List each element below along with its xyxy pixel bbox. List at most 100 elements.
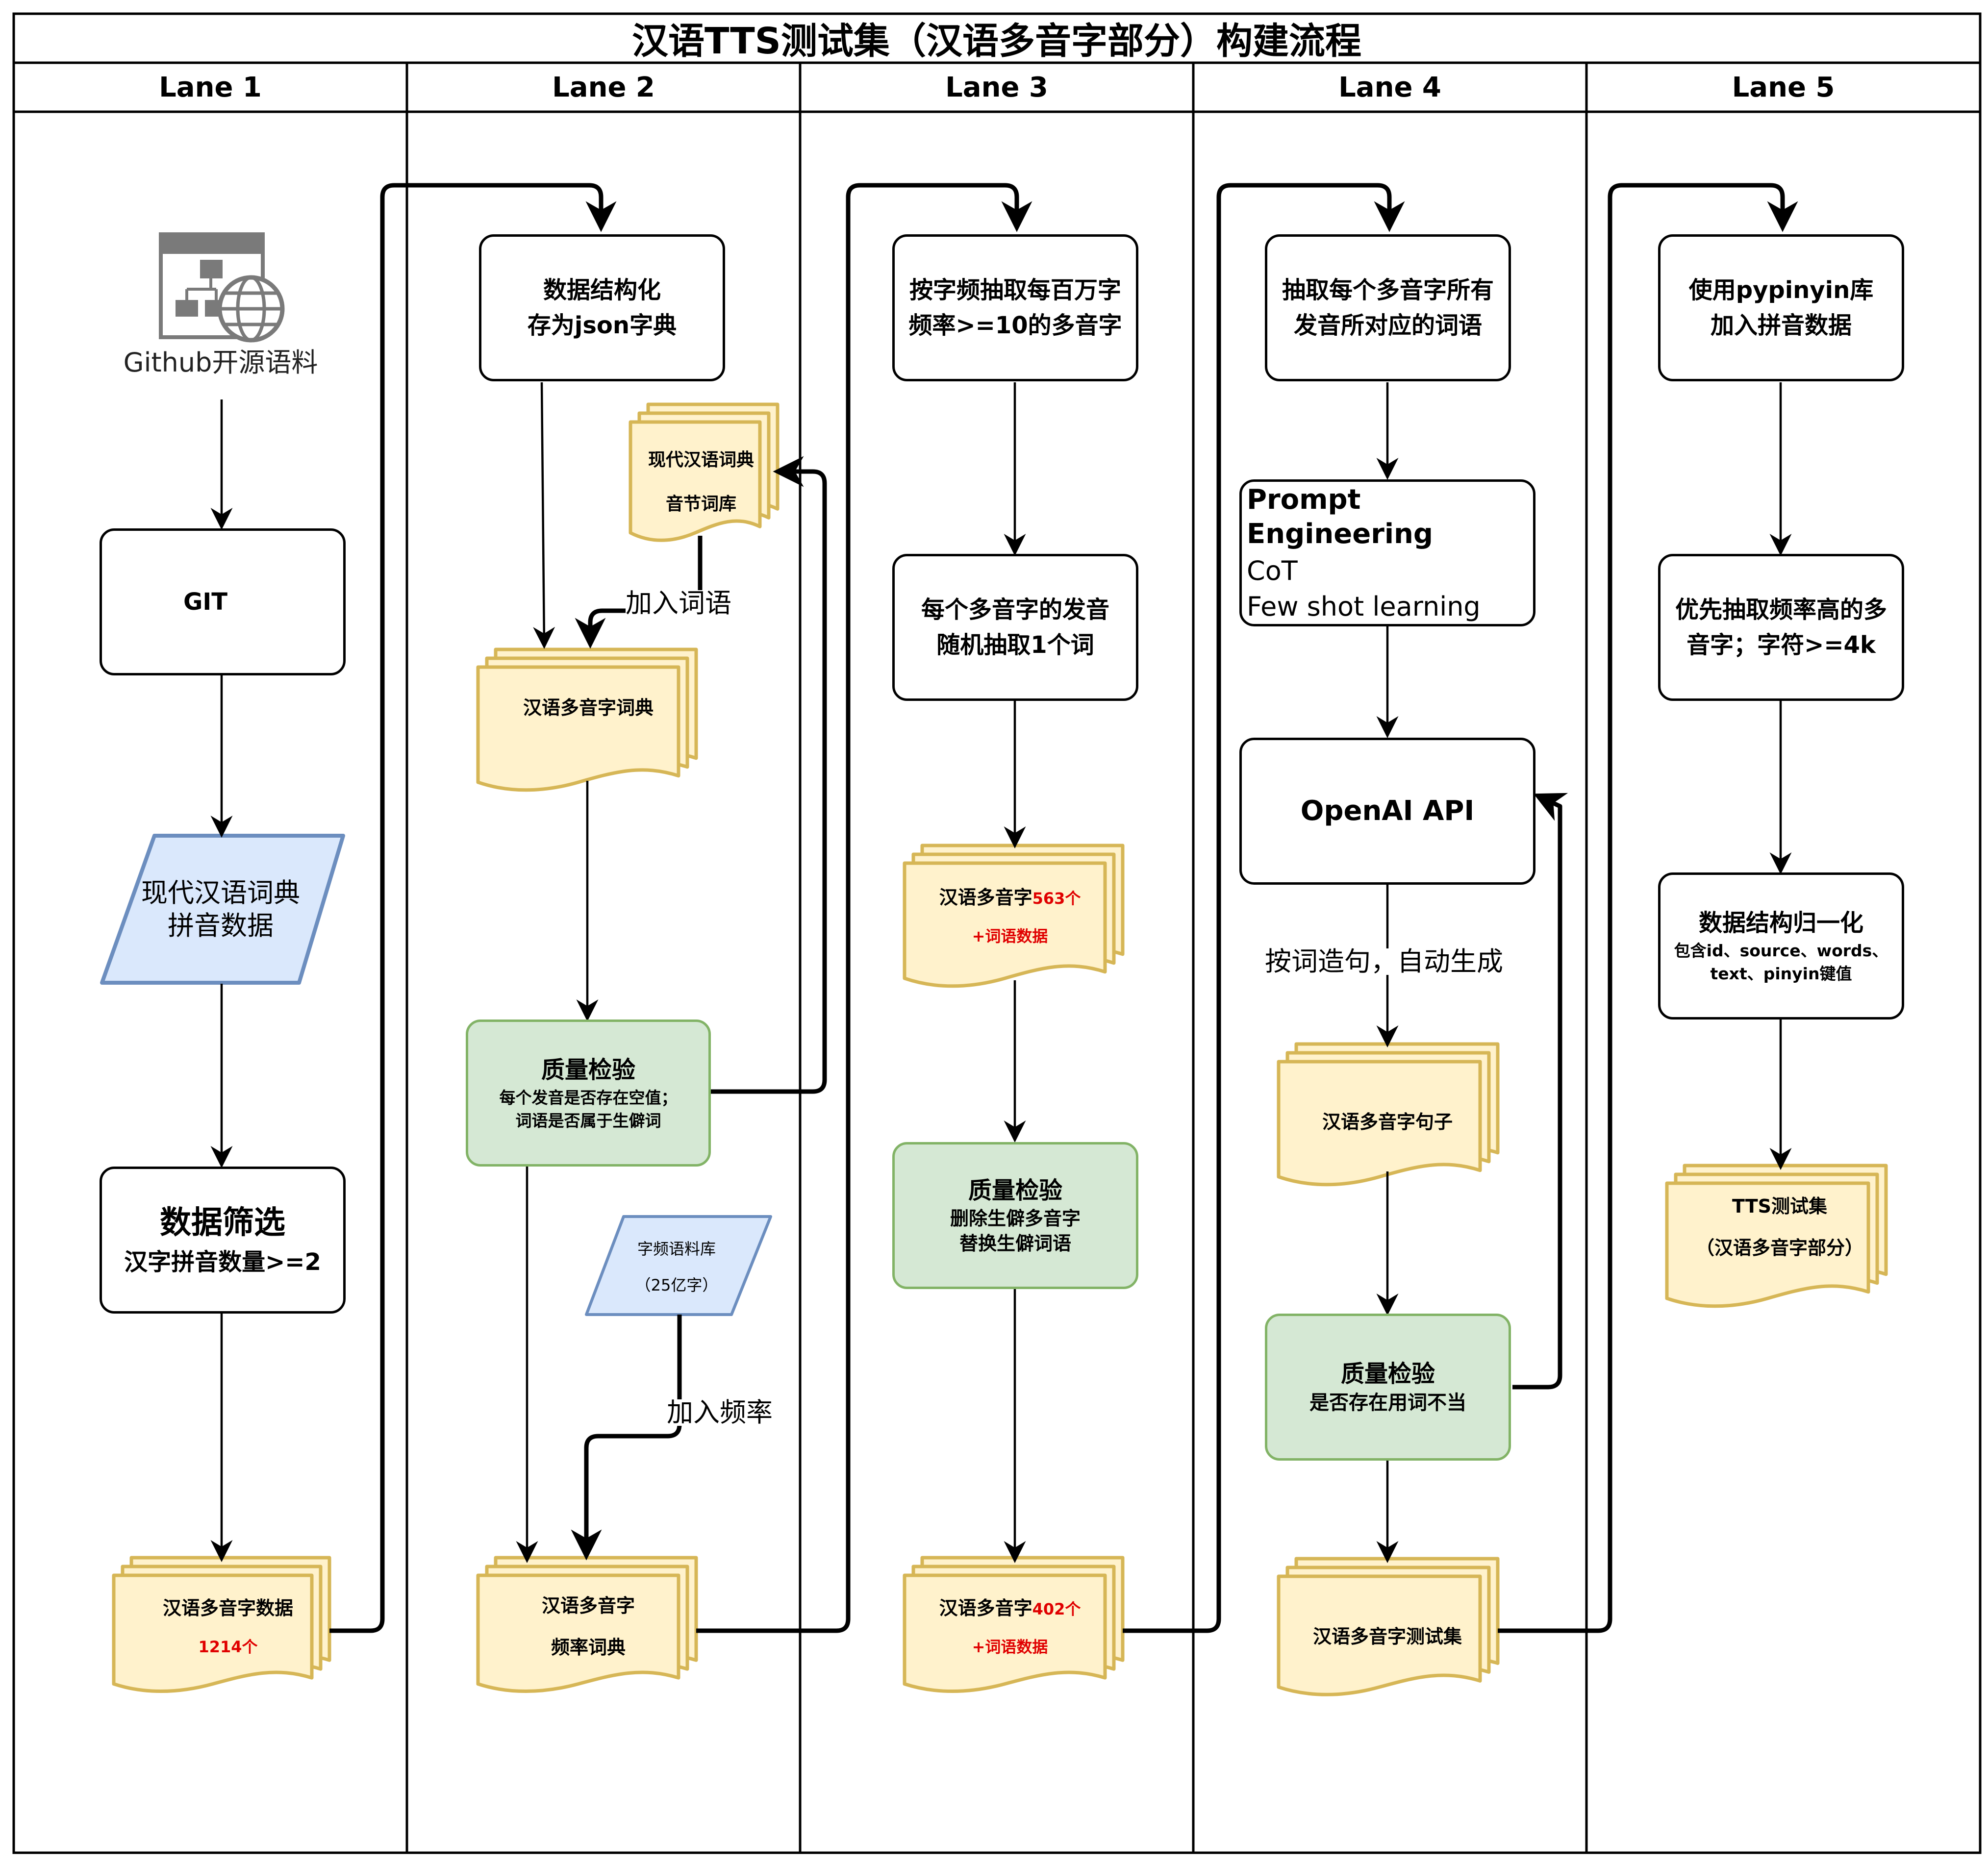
add-freq-label: 加入频率 — [667, 1397, 773, 1428]
freq-corpus-line-2: （25亿字） — [635, 1276, 718, 1294]
lane2-check-desc-1: 每个发音是否存在空值； — [499, 1088, 678, 1107]
lane4-output-doc: 汉语多音字测试集 — [1294, 1598, 1481, 1671]
lane1-output-doc-shape — [112, 1556, 331, 1693]
normalize-desc-1: 包含id、source、words、 — [1674, 941, 1888, 960]
git-node: GIT — [100, 528, 346, 675]
lane-header-2: Lane 2 — [552, 71, 655, 103]
tts-output-line-2: （汉语多音字部分） — [1695, 1237, 1863, 1259]
pypinyin-node: 使用pypinyin库 加入拼音数据 — [1658, 234, 1904, 381]
github-corpus-label: Github开源语料 — [123, 347, 318, 378]
lane-header-5: Lane 5 — [1732, 71, 1835, 103]
normalize-node: 数据结构归一化 包含id、source、words、 text、pinyin键值 — [1658, 872, 1904, 1020]
priority-line-1: 优先抽取频率高的多 — [1675, 596, 1887, 623]
normalize-desc-2: text、pinyin键值 — [1710, 964, 1852, 983]
lane3-out-count: 402个 — [1032, 1599, 1081, 1618]
document-sheet — [476, 665, 680, 792]
poly-dict-doc: 汉语多音字词典 — [490, 676, 686, 735]
lane2-output-doc-shape — [476, 1556, 698, 1693]
lane4-output-label: 汉语多音字测试集 — [1312, 1625, 1462, 1647]
git-label: GIT — [183, 588, 227, 616]
lane3-quality-check: 质量检验 删除生僻多音字 替换生僻词语 — [892, 1142, 1138, 1289]
prompt-engineering-node: Prompt Engineering CoT Few shot learning — [1239, 479, 1535, 626]
lane4-check-desc: 是否存在用词不当 — [1309, 1392, 1466, 1414]
structure-line-1: 数据结构化 — [543, 276, 661, 304]
poly-dict-doc-shape — [476, 647, 698, 792]
lane4-check-title: 质量检验 — [1340, 1360, 1435, 1388]
pypinyin-line-2: 加入拼音数据 — [1710, 312, 1852, 339]
sentences-label: 汉语多音字句子 — [1322, 1111, 1453, 1133]
lane3-output-doc: 汉语多音字402个 +词语数据 — [917, 1588, 1103, 1662]
lane3-mid-doc-line-1: 汉语多音字563个 — [939, 882, 1081, 909]
pinyin-data-line-2: 拼音数据 — [168, 910, 274, 941]
lane-header-1: Lane 1 — [159, 71, 262, 103]
priority-node: 优先抽取频率高的多 音字；字符>=4k — [1658, 554, 1904, 701]
dict-source-line-2: 音节词库 — [665, 494, 736, 514]
lane3-sample-line-1: 每个多音字的发音 — [921, 596, 1109, 623]
lane2-output-line-2: 频率词典 — [551, 1637, 626, 1658]
filter-node: 数据筛选 汉字拼音数量>=2 — [100, 1167, 346, 1314]
lane3-mid-suffix: +词语数据 — [972, 926, 1048, 945]
priority-line-2: 音字；字符>=4k — [1686, 631, 1876, 659]
lane1-output-title: 汉语多音字数据 — [162, 1597, 293, 1619]
lane3-sample-node: 每个多音字的发音 随机抽取1个词 — [892, 554, 1138, 701]
lane3-sample-line-2: 随机抽取1个词 — [936, 631, 1094, 659]
prompt-line-2: Few shot learning — [1247, 591, 1481, 622]
lane3-extract-node: 按字频抽取每百万字 频率>=10的多音字 — [892, 234, 1138, 381]
gen-label: 按词造句，自动生成 — [1265, 946, 1503, 977]
lane3-check-title: 质量检验 — [968, 1176, 1062, 1204]
lane2-output-line-1: 汉语多音字 — [541, 1595, 635, 1616]
lane3-out-doc-line-1: 汉语多音字402个 — [939, 1593, 1081, 1620]
lane-header-3: Lane 3 — [945, 71, 1048, 103]
freq-corpus-node: 字频语料库 （25亿字） — [613, 1230, 740, 1304]
structure-line-2: 存为json字典 — [527, 312, 677, 339]
lane3-check-desc-1: 删除生僻多音字 — [950, 1207, 1081, 1229]
lane3-mid-doc: 汉语多音字563个 +词语数据 — [917, 877, 1103, 951]
lane3-extract-line-2: 频率>=10的多音字 — [908, 312, 1122, 339]
lane4-extract-line-2: 发音所对应的词语 — [1293, 312, 1482, 339]
globe-icon — [217, 275, 285, 343]
lane-header-4: Lane 4 — [1338, 71, 1441, 103]
add-words-label: 加入词语 — [626, 588, 731, 619]
document-sheet — [903, 861, 1107, 988]
lane3-out-suffix: +词语数据 — [972, 1637, 1048, 1656]
lane3-mid-doc-shape — [903, 844, 1125, 988]
poly-dict-label: 汉语多音字词典 — [523, 696, 654, 719]
tts-output-doc-shape — [1665, 1164, 1888, 1308]
document-sheet — [629, 420, 762, 542]
tts-output-line-1: TTS测试集 — [1732, 1195, 1828, 1217]
document-sheet — [1665, 1181, 1870, 1308]
document-sheet — [1277, 1574, 1482, 1696]
prompt-title: Prompt Engineering — [1247, 483, 1433, 550]
dict-source-line-1: 现代汉语词典 — [648, 450, 754, 470]
freq-corpus-shape — [585, 1215, 772, 1316]
document-sheet — [476, 1573, 680, 1693]
pinyin-data-node: 现代汉语词典 拼音数据 — [118, 872, 324, 946]
openai-api-label: OpenAI API — [1300, 795, 1475, 827]
diagram-title: 汉语TTS测试集（汉语多音字部分）构建流程 — [632, 20, 1361, 62]
lane2-check-title: 质量检验 — [541, 1056, 635, 1084]
lane4-extract-line-1: 抽取每个多音字所有 — [1282, 276, 1494, 304]
openai-api-node: OpenAI API — [1239, 738, 1535, 885]
dict-source-doc: 现代汉语词典 音节词库 — [637, 441, 765, 520]
dict-source-doc-shape — [629, 402, 780, 542]
lane4-output-doc-shape — [1277, 1557, 1500, 1696]
sentences-doc-shape — [1277, 1042, 1500, 1187]
pinyin-data-shape — [100, 834, 345, 985]
lane3-extract-line-1: 按字频抽取每百万字 — [909, 276, 1121, 304]
sentences-doc: 汉语多音字句子 — [1294, 1083, 1481, 1157]
tts-output-doc: TTS测试集 （汉语多音字部分） — [1677, 1186, 1883, 1265]
pinyin-data-line-1: 现代汉语词典 — [141, 877, 300, 908]
document-sheet — [1277, 1060, 1482, 1187]
filter-desc: 汉字拼音数量>=2 — [124, 1248, 321, 1276]
prompt-line-1: CoT — [1247, 555, 1298, 586]
lane2-check-desc-2: 词语是否属于生僻词 — [515, 1111, 661, 1130]
lane1-output-doc: 汉语多音字数据 1214个 — [132, 1588, 324, 1662]
lane2-quality-check: 质量检验 每个发音是否存在空值； 词语是否属于生僻词 — [466, 1020, 711, 1167]
normalize-title: 数据结构归一化 — [1698, 909, 1863, 937]
lane4-quality-check: 质量检验 是否存在用词不当 — [1265, 1314, 1511, 1461]
lane2-output-doc: 汉语多音字 频率词典 — [490, 1588, 686, 1662]
lane3-output-doc-shape — [903, 1556, 1125, 1693]
lane3-mid-prefix: 汉语多音字 — [939, 886, 1032, 908]
pypinyin-line-1: 使用pypinyin库 — [1688, 276, 1874, 304]
